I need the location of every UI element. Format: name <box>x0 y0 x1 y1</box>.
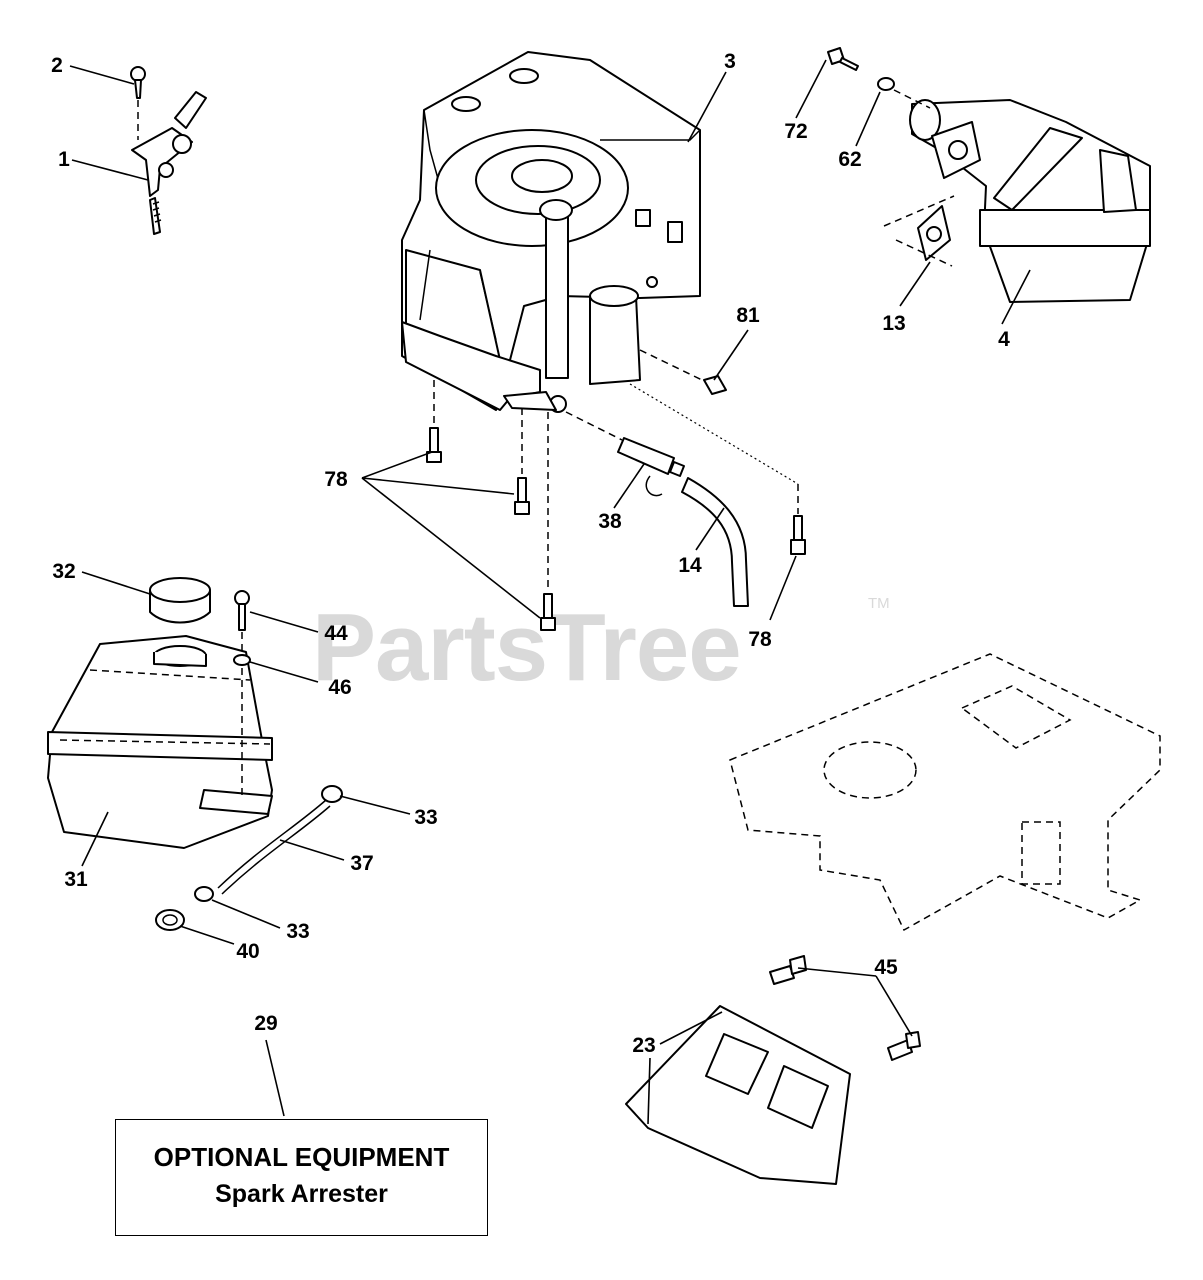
fuel-filter-part-38[interactable] <box>565 411 685 497</box>
callout-81: 81 <box>736 304 760 327</box>
callout-46: 46 <box>328 676 351 699</box>
callout-3: 3 <box>724 50 736 73</box>
optional-equipment-item: Spark Arrester <box>215 1179 388 1208</box>
callout-1: 1 <box>58 148 70 171</box>
callout-62: 62 <box>838 148 861 171</box>
clamp-part-33b[interactable] <box>194 886 214 902</box>
bolt-part-78a[interactable] <box>426 380 442 463</box>
fuel-tank-part-31[interactable] <box>47 635 273 849</box>
callout-31: 31 <box>64 868 88 891</box>
exhaust-gasket-part-13[interactable] <box>883 195 955 267</box>
clamp-part-33a[interactable] <box>321 785 343 803</box>
bolt-part-78d[interactable] <box>629 383 806 555</box>
bolt-part-78b[interactable] <box>514 408 530 515</box>
callout-33-upper: 33 <box>414 806 437 829</box>
callout-40: 40 <box>236 940 259 963</box>
callout-4: 4 <box>998 328 1010 351</box>
watermark: PartsTree TM <box>312 594 890 701</box>
cover-plate-part-23[interactable] <box>625 1005 851 1185</box>
screw-part-2[interactable] <box>130 66 146 140</box>
callout-45: 45 <box>874 956 898 979</box>
callout-32: 32 <box>52 560 75 583</box>
fuel-line-part-37[interactable] <box>217 799 331 895</box>
bolt-part-78c[interactable] <box>540 412 556 631</box>
frame-reference <box>729 653 1161 932</box>
callout-78-upper: 78 <box>324 468 348 491</box>
exhaust-gasket-part-62[interactable] <box>931 121 981 179</box>
callout-78-lower: 78 <box>748 628 772 651</box>
nut-part-81[interactable] <box>639 349 727 395</box>
screw-part-45b[interactable] <box>887 1031 921 1061</box>
engine-part[interactable] <box>401 51 701 413</box>
leader-lines <box>69 59 1031 1125</box>
callout-33-lower: 33 <box>286 920 309 943</box>
callout-29: 29 <box>254 1012 277 1035</box>
fuel-hose-part-14[interactable] <box>681 477 749 607</box>
callout-2: 2 <box>51 54 63 77</box>
washer-part-62[interactable] <box>877 77 931 109</box>
washer-part-46[interactable] <box>233 654 251 666</box>
bolt-part-72[interactable] <box>827 47 859 71</box>
callout-14: 14 <box>678 554 702 577</box>
callout-72: 72 <box>784 120 807 143</box>
optional-equipment-title: OPTIONAL EQUIPMENT <box>153 1142 450 1173</box>
callout-44: 44 <box>324 622 348 645</box>
watermark-text: PartsTree <box>312 594 741 701</box>
fuel-cap-part-32[interactable] <box>149 577 211 624</box>
callout-numbers: 2 1 3 72 62 13 4 81 78 38 14 78 32 44 46… <box>51 50 1010 1057</box>
watermark-trademark: TM <box>868 595 890 612</box>
callout-38: 38 <box>598 510 622 533</box>
callout-13: 13 <box>882 312 905 335</box>
callout-23: 23 <box>632 1034 655 1057</box>
callout-37: 37 <box>350 852 373 875</box>
throttle-control-part[interactable] <box>131 91 207 235</box>
bushing-part-40[interactable] <box>155 909 185 931</box>
screw-part-45a[interactable] <box>769 955 807 985</box>
optional-equipment-box: OPTIONAL EQUIPMENT Spark Arrester <box>115 1119 488 1236</box>
